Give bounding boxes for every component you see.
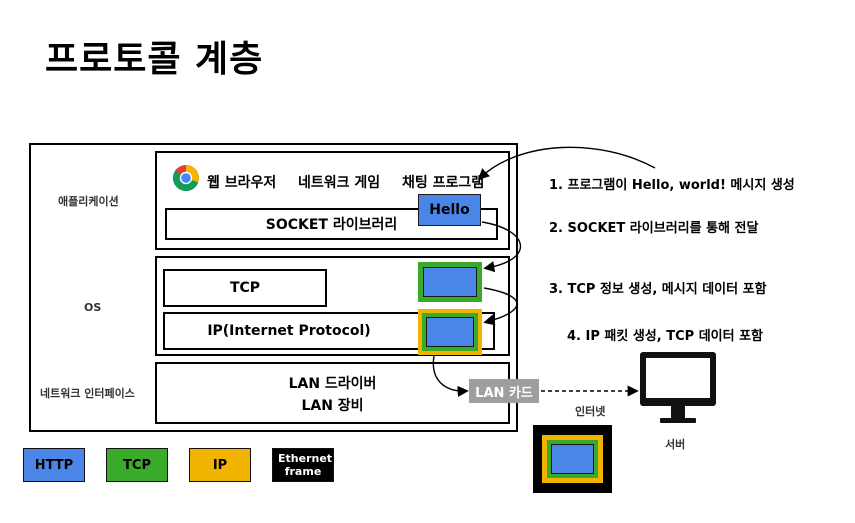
- network-interface-layer-box: [155, 362, 510, 424]
- legend-ip-label: IP: [212, 457, 228, 473]
- legend-http: HTTP: [23, 448, 85, 482]
- step-3: 3. TCP 정보 생성, 메시지 데이터 포함: [549, 282, 767, 297]
- ip-packet: [418, 309, 482, 355]
- app-network-game: 네트워크 게임: [298, 175, 381, 191]
- server-label: 서버: [665, 438, 686, 451]
- hello-label: Hello: [429, 202, 470, 218]
- arrow-step1: [477, 146, 656, 180]
- app-chat-program: 채팅 프로그램: [402, 175, 485, 191]
- arrow-step2: [481, 221, 522, 273]
- legend-http-label: HTTP: [34, 457, 74, 473]
- hello-message-packet: Hello: [418, 194, 481, 226]
- step-2: 2. SOCKET 라이브러리를 통해 전달: [549, 221, 759, 236]
- step-4: 4. IP 패킷 생성, TCP 데이터 포함: [567, 329, 764, 344]
- http-data-block: [551, 444, 594, 474]
- ip-packet-block: [542, 435, 603, 483]
- tcp-label: TCP: [229, 280, 261, 296]
- arrow-to-lan-card: [432, 355, 469, 397]
- socket-library-label: SOCKET 라이브러리: [265, 217, 398, 233]
- layer-label-os: OS: [84, 301, 102, 314]
- internet-label: 인터넷: [575, 405, 606, 418]
- monitor-icon: [640, 352, 716, 423]
- ethernet-frame-packet: [533, 425, 612, 493]
- legend-tcp-label: TCP: [123, 457, 151, 473]
- chrome-icon: [172, 165, 200, 192]
- ip-label: IP(Internet Protocol): [207, 323, 371, 339]
- http-data-block: [423, 267, 477, 297]
- page-title: 프로토콜 계층: [45, 39, 264, 80]
- tcp-segment-packet: [418, 262, 482, 302]
- legend-tcp: TCP: [106, 448, 168, 482]
- protocol-stack-frame: [29, 143, 518, 432]
- legend-ethernet-label: Ethernet frame: [278, 452, 333, 478]
- lan-device-label: LAN 장비: [301, 398, 364, 414]
- layer-label-application: 애플리케이션: [58, 195, 119, 208]
- lan-driver-label: LAN 드라이버: [288, 376, 377, 392]
- lan-card-label: LAN 카드: [475, 385, 533, 401]
- tcp-box: TCP: [163, 269, 327, 307]
- step-1: 1. 프로그램이 Hello, world! 메시지 생성: [549, 178, 795, 193]
- tcp-segment-block: [547, 440, 598, 478]
- app-web-browser: 웹 브라우저: [207, 175, 277, 191]
- lan-card: LAN 카드: [469, 379, 539, 403]
- layer-label-network-interface: 네트워크 인터페이스: [40, 387, 135, 400]
- tcp-segment-block: [422, 313, 478, 351]
- http-data-block: [426, 317, 474, 347]
- legend-ethernet-frame: Ethernet frame: [272, 448, 334, 482]
- legend-ip: IP: [189, 448, 251, 482]
- arrow-step3: [483, 287, 518, 326]
